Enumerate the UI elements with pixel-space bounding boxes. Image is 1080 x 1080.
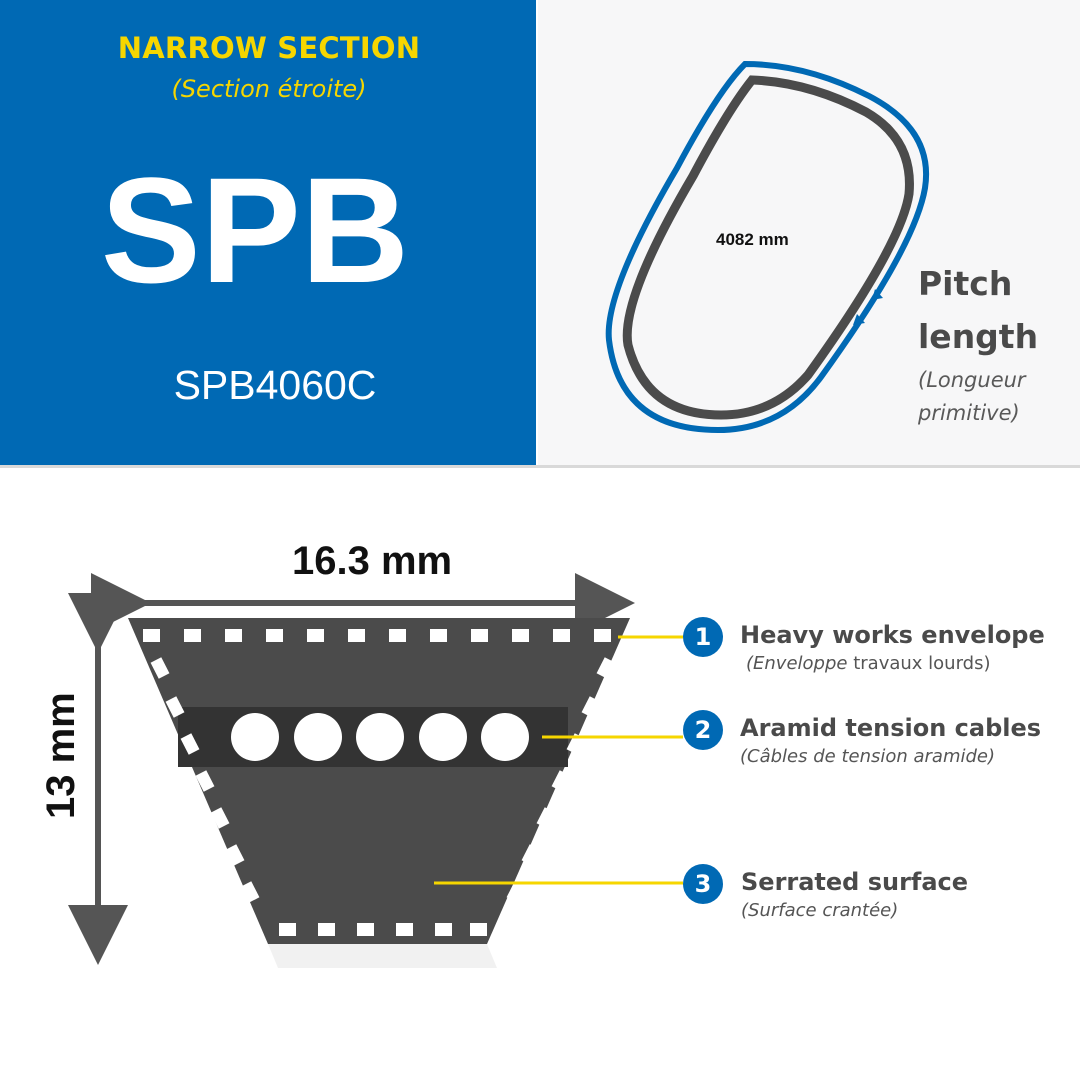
feature-subtitle: (Enveloppe travaux lourds) (746, 653, 991, 674)
belt-cross-section (128, 618, 630, 944)
feature-serrated-surface: 3 Serrated surface (Surface crantée) (683, 864, 1073, 934)
pitch-length-subtitle-line-2: primitive) (918, 400, 1020, 425)
belt-cross-section-diagram (68, 573, 683, 968)
aramid-cable-2 (294, 713, 342, 761)
pitch-length-title-line-1: Pitch (918, 264, 1013, 303)
feature-title: Serrated surface (741, 868, 969, 896)
feature-subtitle-italic: (Câbles de tension aramide) (740, 746, 996, 767)
aramid-cable-3 (356, 713, 404, 761)
aramid-cable-1 (231, 713, 279, 761)
aramid-cable-5 (481, 713, 529, 761)
part-number: SPB4060C (173, 362, 377, 408)
envelope-dashes-left (150, 657, 260, 903)
feature-subtitle-italic: (Enveloppe (746, 653, 848, 674)
pitch-length-title-line-2: length (918, 316, 1039, 356)
aramid-cables (231, 713, 529, 761)
pitch-length-subtitle: (Longueur primitive) (918, 364, 1026, 429)
envelope-dashes-top (143, 629, 611, 642)
belt-inner-gray-loop (622, 75, 914, 420)
feature-number-badge: 3 (683, 864, 723, 904)
feature-subtitle-rest: travaux lourds) (847, 653, 991, 674)
belt-outer-blue-loop (605, 60, 929, 434)
envelope-dashes-right (506, 657, 616, 903)
pitch-length-subtitle-line-1: (Longueur (918, 368, 1026, 392)
feature-number-badge: 2 (683, 710, 723, 750)
cross-section-shadow (268, 944, 497, 968)
feature-envelope: 1 Heavy works envelope (Enveloppe travau… (683, 617, 1073, 687)
belt-length-value: 4082 mm (716, 230, 789, 249)
height-dimension-label: 13 mm (39, 692, 83, 819)
feature-aramid-cables: 2 Aramid tension cables (Câbles de tensi… (683, 710, 1073, 780)
feature-subtitle-italic: (Surface crantée) (741, 900, 899, 921)
feature-title: Heavy works envelope (740, 621, 1045, 649)
profile-code: SPB (100, 146, 410, 314)
pitch-length-title: Pitch length (918, 258, 1038, 364)
envelope-dashes-bottom (279, 923, 487, 936)
feature-title: Aramid tension cables (740, 714, 1042, 742)
section-title: NARROW SECTION (117, 31, 421, 65)
belt-loop-diagram (605, 60, 929, 434)
width-dimension-label: 16.3 mm (292, 539, 453, 583)
aramid-cable-4 (419, 713, 467, 761)
feature-subtitle: (Câbles de tension aramide) (740, 746, 995, 767)
profile-panel: NARROW SECTION (Section étroite) SPB SPB… (0, 0, 538, 465)
section-subtitle: (Section étroite) (171, 75, 367, 103)
pitch-arrow-icon-lower (853, 314, 865, 325)
feature-number-badge: 1 (683, 617, 723, 657)
feature-subtitle: (Surface crantée) (741, 900, 898, 921)
pitch-arrow-icon (872, 289, 883, 300)
